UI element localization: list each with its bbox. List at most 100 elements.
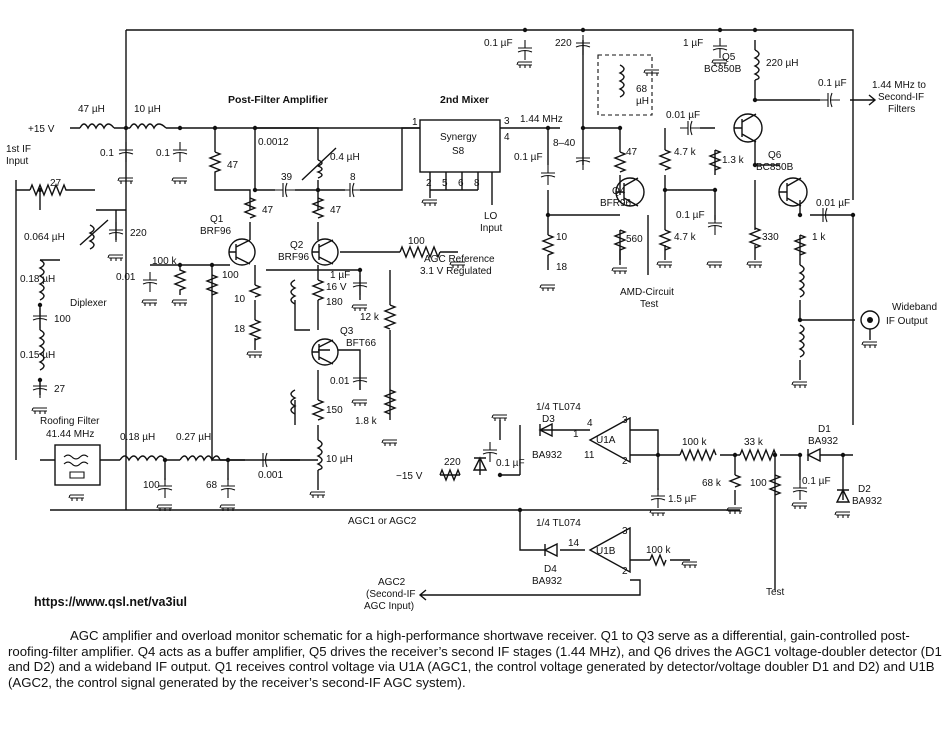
val-r47k-b: 4.7 k (674, 232, 697, 243)
ground-symbol (656, 261, 673, 269)
val-r100-ref: 100 (408, 236, 425, 247)
val-c01-d: 0.1 µF (802, 476, 831, 487)
val-c001-q6: 0.01 µF (816, 198, 850, 209)
val-q5: Q5 (722, 52, 736, 63)
cap-220-dip (108, 221, 124, 243)
val-c001-q1: 0.01 (116, 272, 136, 283)
mixer-pin1: 1 (412, 117, 418, 128)
u1a-pin11: 11 (584, 450, 595, 461)
ground-symbol (171, 177, 188, 185)
ground-symbol (246, 351, 263, 359)
mixer-pin6: 6 (458, 178, 464, 189)
cap-100-dip (32, 307, 48, 329)
res-47k-b (658, 229, 672, 251)
val-c01-q4: 0.1 µF (676, 210, 705, 221)
val-r13k: 1.3 k (722, 155, 745, 166)
val-u1b: U1B (596, 546, 616, 557)
val-q3: Q3 (340, 326, 354, 337)
cap-01-q4 (707, 214, 723, 236)
val-r18-q1: 18 (234, 324, 246, 335)
val-r330: 330 (762, 232, 779, 243)
cap-001-q5 (679, 120, 701, 136)
ground-symbol (834, 511, 851, 519)
val-q2t: BRF96 (278, 252, 310, 263)
val-r47-q4: 47 (626, 147, 638, 158)
u1b-pin3: 3 (622, 526, 628, 537)
val-d1t: BA932 (808, 436, 838, 447)
val-r100k-b: 100 k (646, 545, 671, 556)
cap-01-b (172, 141, 188, 163)
val-r100-b: 100 (750, 478, 767, 489)
val-l027-rf: 0.27 µH (176, 432, 211, 443)
cap-68-rf (220, 477, 236, 499)
val-c01-a: 0.1 (100, 148, 114, 159)
title-second-mixer: 2nd Mixer (440, 94, 489, 106)
res-330 (748, 227, 762, 249)
val-l04: 0.4 µH (330, 152, 360, 163)
val-r100-q1: 100 (222, 270, 239, 281)
res-100k-a (679, 448, 717, 462)
inductor-wideband-1 (798, 264, 805, 298)
agc-bus-label: AGC1 or AGC2 (348, 516, 417, 527)
bnc-connector (860, 310, 880, 340)
val-l68u2: µH (636, 96, 649, 107)
val-d4t: BA932 (532, 576, 562, 587)
val-r18-mix: 18 (556, 262, 568, 273)
arrow-out-144 (860, 94, 877, 106)
cap-15uf (650, 487, 666, 509)
val-c01-neg: 0.1 µF (496, 458, 525, 469)
components (29, 27, 880, 601)
val-r47k-a: 4.7 k (674, 147, 697, 158)
cap-01-mix (540, 164, 556, 186)
inductor-027uh-rf (179, 455, 221, 462)
res-100k-q1 (173, 265, 187, 295)
wideband-2: IF Output (886, 316, 928, 327)
u1a-pin1: 1 (573, 429, 579, 440)
ground-symbol (351, 304, 368, 312)
transistor-q1 (228, 238, 256, 266)
inductor-10uh-top (129, 123, 167, 130)
ground-symbol (861, 341, 878, 349)
roofing-filter (54, 444, 101, 486)
agc2-label-3: AGC Input) (364, 601, 414, 612)
u1a-pin3: 3 (622, 415, 628, 426)
val-c01-out: 0.1 µF (818, 78, 847, 89)
val-r1k: 1 k (812, 232, 826, 243)
ground-symbol (726, 507, 743, 515)
inductor-018uh-dip (38, 259, 45, 301)
val-q4: Q4 (612, 186, 626, 197)
mixer-pin4: 4 (504, 132, 510, 143)
transistor-q4 (615, 177, 645, 207)
ground-symbol (381, 439, 398, 447)
inductor-q2-coil (290, 279, 297, 305)
val-l018-rf: 0.18 µH (120, 432, 155, 443)
opamp-u1b (588, 526, 631, 574)
diode-d1 (806, 447, 821, 463)
res-12k (383, 304, 397, 330)
first-if-label-1: 1st IF (6, 144, 31, 155)
inductor-015uh (38, 329, 45, 371)
res-18-q1 (248, 319, 262, 341)
mixer-pin5: 5 (442, 178, 448, 189)
val-l68u1: 68 (636, 84, 648, 95)
val-u1b-t: 1/4 TL074 (536, 518, 581, 529)
opamp-u1a (588, 416, 631, 464)
res-47-c (311, 197, 325, 219)
val-c39: 39 (281, 172, 293, 183)
agc-ref-2: 3.1 V Regulated (420, 266, 492, 277)
diode-d4 (543, 542, 558, 558)
title-post-filter-amp: Post-Filter Amplifier (228, 94, 328, 106)
val-q2: Q2 (290, 240, 304, 251)
val-c27: 27 (54, 384, 66, 395)
cap-8 (341, 182, 363, 198)
val-l018-dip: 0.18 µH (20, 274, 55, 285)
res-10-q1 (248, 284, 262, 298)
res-47-q4 (613, 151, 627, 173)
ground-symbol (516, 61, 533, 69)
ground-symbol (681, 561, 698, 569)
cap-100-rf (157, 477, 173, 499)
val-c220-dip: 220 (130, 228, 147, 239)
ground-symbol (649, 509, 666, 517)
supply-label: +15 V (28, 124, 55, 135)
val-r180: 180 (326, 297, 343, 308)
